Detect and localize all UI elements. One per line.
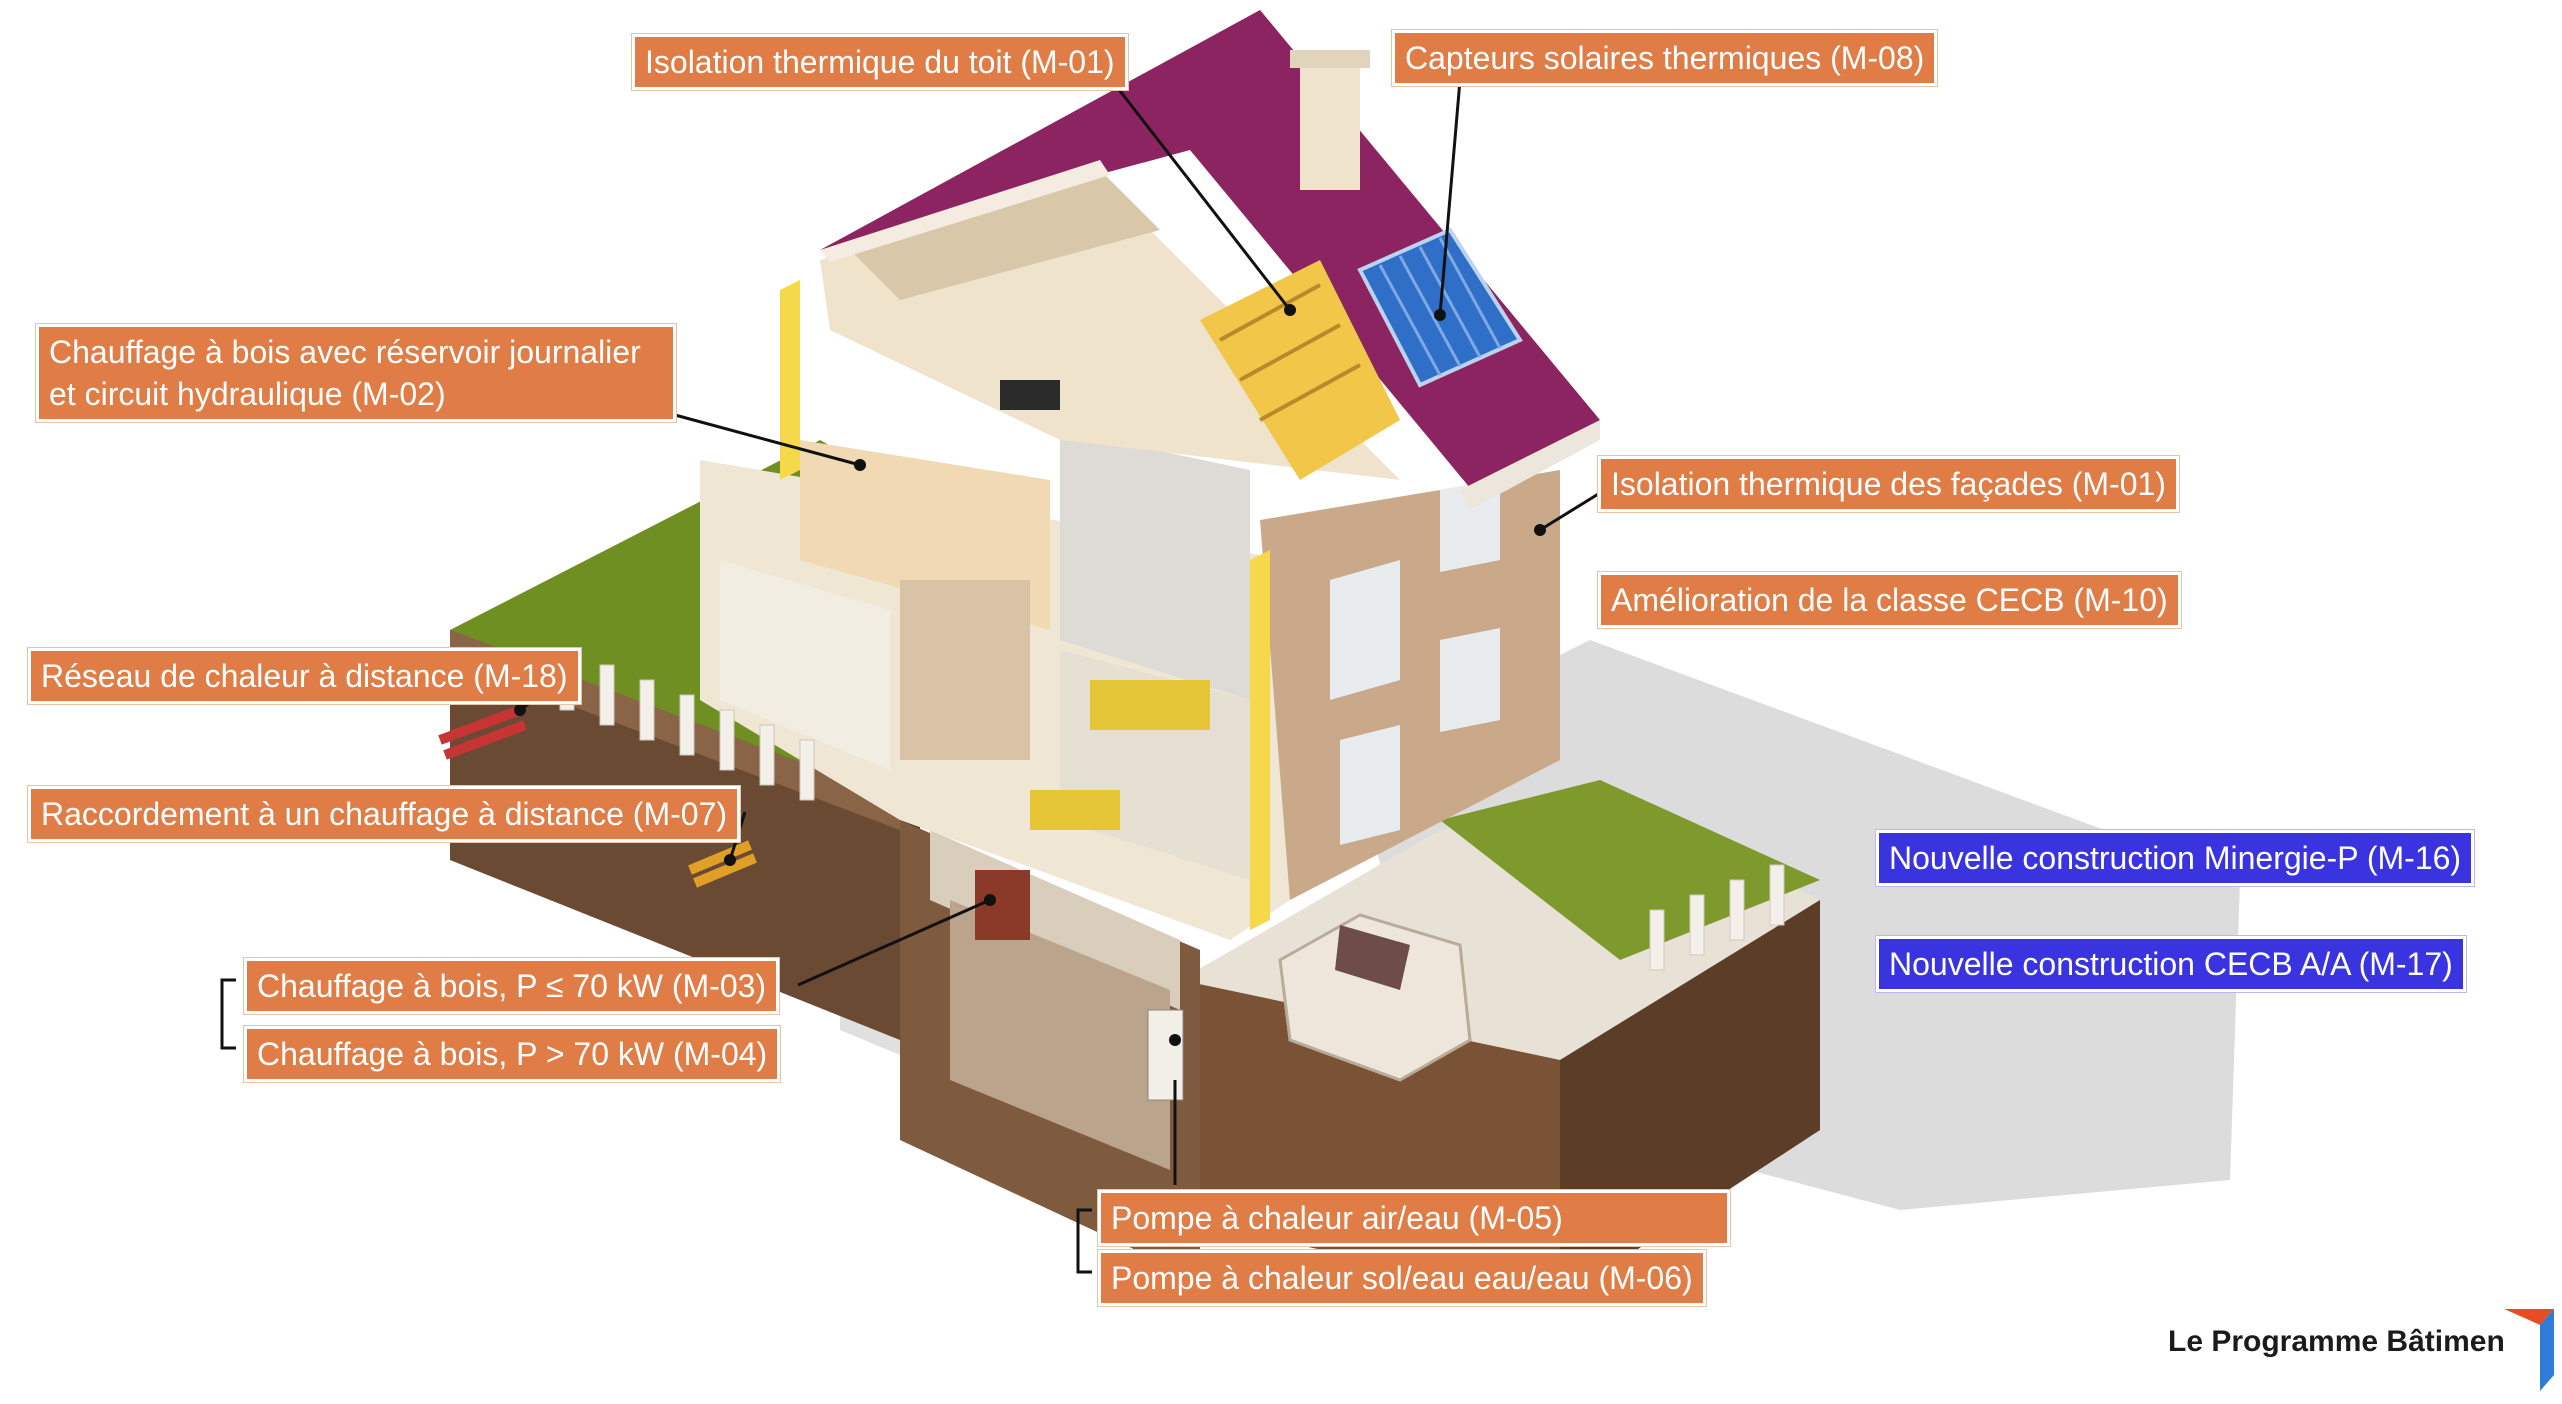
label-solar-collectors: Capteurs solaires thermiques (M-08)	[1392, 30, 1938, 86]
logo-text: Le Programme Bâtiments	[2168, 1325, 2532, 1358]
label-facade-insulation: Isolation thermique des façades (M-01)	[1598, 456, 2179, 512]
label-district-heating-network: Réseau de chaleur à distance (M-18)	[28, 648, 581, 704]
roof-insulation-cutout	[1200, 260, 1400, 480]
tv-screen	[1000, 380, 1060, 410]
roof	[820, 10, 1600, 510]
fence-right	[1649, 864, 1785, 971]
label-wood-heating-reservoir-line1: Chauffage à bois avec réservoir journali…	[49, 334, 641, 370]
district-heating-pipes	[438, 705, 757, 888]
wood-boiler	[975, 870, 1030, 940]
label-cecb-construction: Nouvelle construction CECB A/A (M-17)	[1876, 936, 2466, 992]
label-wood-heating-large: Chauffage à bois, P > 70 kW (M-04)	[244, 1026, 781, 1082]
heat-pump-unit	[1147, 1009, 1184, 1101]
label-wood-heating-reservoir-line2: et circuit hydraulique (M-02)	[49, 376, 446, 412]
label-wood-heating-small: Chauffage à bois, P ≤ 70 kW (M-03)	[244, 958, 780, 1014]
label-cecb-improvement: Amélioration de la classe CECB (M-10)	[1598, 572, 2181, 628]
kitchen-island	[1030, 790, 1120, 830]
leader-lines	[220, 77, 1609, 1274]
kitchen-cabinets	[1090, 680, 1210, 730]
label-district-heating-connection: Raccordement à un chauffage à distance (…	[28, 786, 741, 842]
chimney	[1300, 60, 1360, 190]
logo-mark-icon	[2504, 1309, 2554, 1391]
leader-dots	[514, 304, 1546, 1046]
label-heat-pump-ground: Pompe à chaleur sol/eau eau/eau (M-06)	[1098, 1250, 1706, 1306]
house-body	[700, 430, 1560, 940]
label-roof-insulation: Isolation thermique du toit (M-01)	[632, 34, 1128, 90]
label-wood-heating-reservoir: Chauffage à bois avec réservoir journali…	[36, 324, 676, 422]
basement	[900, 820, 1200, 1280]
car	[1278, 913, 1472, 1082]
label-heat-pump-air: Pompe à chaleur air/eau (M-05)	[1098, 1190, 1730, 1246]
label-minergie-construction: Nouvelle construction Minergie-P (M-16)	[1876, 830, 2475, 886]
